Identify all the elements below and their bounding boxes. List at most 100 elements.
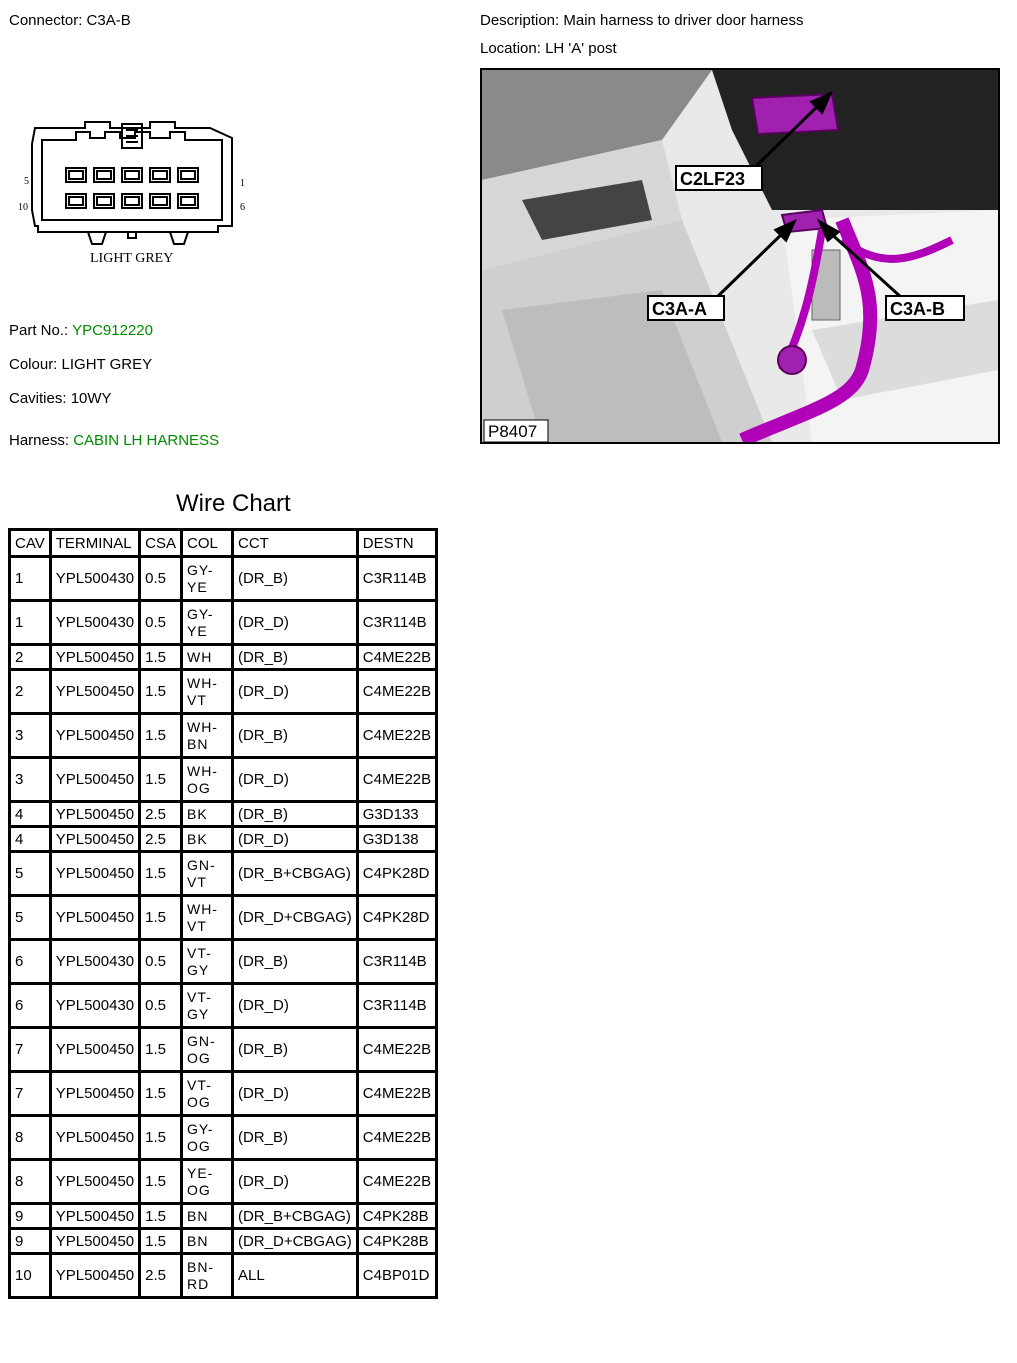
cell-destn: C4ME22B (355, 712, 439, 759)
description-value: Main harness to driver door harness (563, 12, 804, 29)
pin-label-6: 6 (240, 202, 245, 213)
cell-destn: C4BP01D (355, 1252, 439, 1299)
cell-cav: 3 (8, 756, 52, 803)
location-line: Location: LH 'A' post (480, 40, 617, 58)
cell-col: WH (179, 643, 234, 671)
cell-terminal: YPL500450 (48, 1070, 142, 1117)
cell-cav: 7 (8, 1070, 52, 1117)
cell-csa: 2.5 (138, 1252, 183, 1299)
cell-csa: 0.5 (138, 599, 183, 646)
connector-colour-caption: LIGHT GREY (90, 251, 173, 266)
cell-cct: (DR_D) (230, 599, 359, 646)
connector-id: C3A-B (86, 12, 131, 29)
cell-cct: ALL (230, 1252, 359, 1299)
cell-terminal: YPL500430 (48, 982, 142, 1029)
colour-value: LIGHT GREY (61, 356, 153, 373)
location-label: Location: (480, 40, 541, 57)
header-csa: CSA (138, 528, 183, 558)
cell-cav: 3 (8, 712, 52, 759)
cell-csa: 1.5 (138, 1070, 183, 1117)
cell-cct: (DR_D) (230, 1070, 359, 1117)
pin-label-10: 10 (18, 202, 28, 213)
cell-cav: 7 (8, 1026, 52, 1073)
colour-line: Colour: LIGHT GREY (9, 356, 152, 374)
cell-csa: 1.5 (138, 643, 183, 671)
cell-col: GN-VT (179, 850, 234, 897)
connector-label: Connector: (9, 12, 83, 29)
cell-cct: (DR_D) (230, 1158, 359, 1205)
cell-col: BN-RD (179, 1252, 234, 1299)
cell-csa: 1.5 (138, 1026, 183, 1073)
cell-cct: (DR_D+CBGAG) (230, 1227, 359, 1255)
cell-terminal: YPL500450 (48, 850, 142, 897)
cell-destn: C4PK28B (355, 1202, 439, 1230)
cell-col: WH-OG (179, 756, 234, 803)
location-value: LH 'A' post (545, 40, 617, 57)
cell-cav: 2 (8, 668, 52, 715)
header-cav: CAV (8, 528, 52, 558)
cell-cav: 5 (8, 850, 52, 897)
cell-cav: 8 (8, 1114, 52, 1161)
cell-cct: (DR_D) (230, 756, 359, 803)
cell-destn: C4PK28D (355, 894, 439, 941)
cell-terminal: YPL500450 (48, 1114, 142, 1161)
cell-col: GY-YE (179, 555, 234, 602)
cell-col: YE-OG (179, 1158, 234, 1205)
cell-terminal: YPL500450 (48, 643, 142, 671)
cell-csa: 1.5 (138, 668, 183, 715)
cavities-value: 10WY (70, 390, 112, 407)
cell-cct: (DR_B) (230, 643, 359, 671)
cell-cct: (DR_B) (230, 938, 359, 985)
cell-destn: G3D133 (355, 800, 439, 828)
part-number-label: Part No.: (9, 322, 69, 339)
cell-terminal: YPL500450 (48, 712, 142, 759)
cell-cct: (DR_B) (230, 1026, 359, 1073)
cell-terminal: YPL500450 (48, 756, 142, 803)
pin-label-5: 5 (24, 176, 29, 187)
cell-csa: 1.5 (138, 1158, 183, 1205)
harness-label: Harness: (9, 432, 70, 449)
cell-terminal: YPL500450 (48, 1227, 142, 1255)
cell-col: GY-OG (179, 1114, 234, 1161)
cell-terminal: YPL500450 (48, 1158, 142, 1205)
cell-csa: 0.5 (138, 555, 183, 602)
cell-col: BK (179, 825, 234, 853)
cell-cct: (DR_D+CBGAG) (230, 894, 359, 941)
cell-cav: 5 (8, 894, 52, 941)
cell-col: VT-OG (179, 1070, 234, 1117)
cell-col: WH-BN (179, 712, 234, 759)
cell-destn: C4ME22B (355, 668, 439, 715)
location-photo: C2LF23 C3A-A C3A-B P8407 (480, 68, 1000, 444)
cell-terminal: YPL500430 (48, 599, 142, 646)
cell-csa: 1.5 (138, 1227, 183, 1255)
cell-cav: 4 (8, 800, 52, 828)
cell-terminal: YPL500450 (48, 894, 142, 941)
cell-destn: C4PK28B (355, 1227, 439, 1255)
cell-destn: C3R114B (355, 982, 439, 1029)
header-col: COL (179, 528, 234, 558)
wire-chart-title: Wire Chart (176, 490, 291, 517)
connector-face-drawing: 5 10 1 6 LIGHT GREY (18, 121, 245, 266)
cell-col: GN-OG (179, 1026, 234, 1073)
cell-cav: 1 (8, 555, 52, 602)
cell-col: VT-GY (179, 982, 234, 1029)
cell-col: BN (179, 1227, 234, 1255)
cell-terminal: YPL500450 (48, 1026, 142, 1073)
harness-value: CABIN LH HARNESS (73, 432, 220, 449)
cell-terminal: YPL500450 (48, 800, 142, 828)
cell-cav: 1 (8, 599, 52, 646)
cell-col: GY-YE (179, 599, 234, 646)
